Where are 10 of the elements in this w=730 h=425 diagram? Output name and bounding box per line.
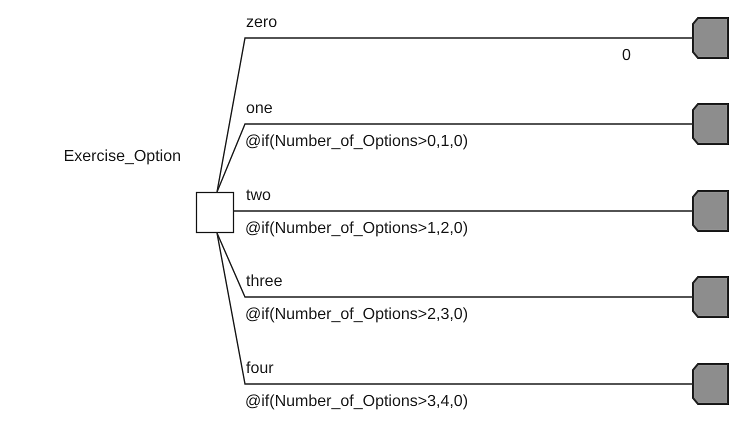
branch-line — [216, 232, 692, 298]
branch-line — [216, 123, 692, 192]
branch-line — [234, 210, 692, 212]
formula-text: @if(Number_of_Options>3,4,0) — [244, 393, 470, 411]
node-label: Exercise_Option — [62, 148, 182, 166]
branch-line — [216, 232, 692, 385]
formula-text: @if(Number_of_Options>2,3,0) — [244, 306, 470, 324]
branch-line — [216, 37, 692, 192]
formula-text: @if(Number_of_Options>0,1,0) — [244, 133, 470, 151]
formula-text: @if(Number_of_Options>1,2,0) — [244, 220, 470, 238]
